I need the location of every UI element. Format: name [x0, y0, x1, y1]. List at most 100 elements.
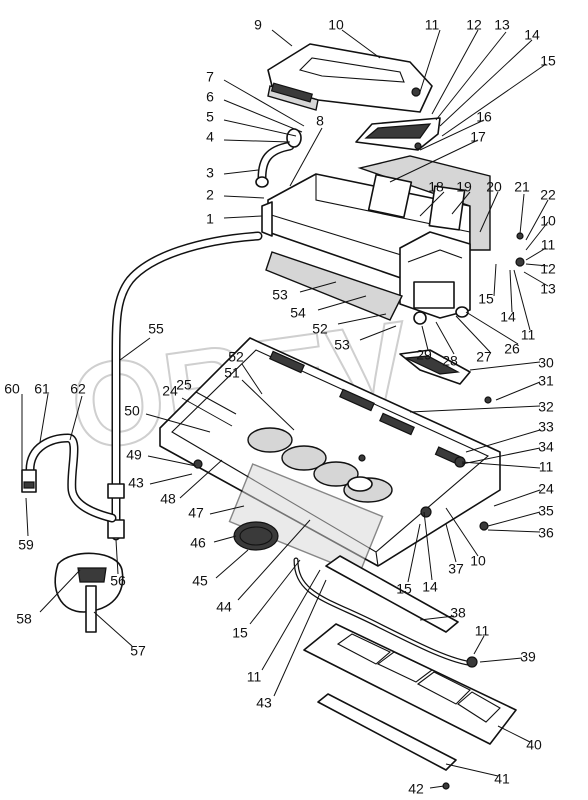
callout-label: 20	[486, 179, 502, 195]
callout-leader	[429, 785, 445, 789]
callout-label: 39	[520, 649, 536, 665]
callout-leader	[465, 311, 519, 345]
callout-leader	[209, 505, 245, 515]
callout-leader	[421, 325, 429, 351]
callout-leader	[455, 315, 491, 353]
callout-label: 10	[328, 17, 344, 33]
mounting-rail-part	[265, 251, 403, 321]
callout-leader	[181, 397, 233, 427]
callout-leader	[419, 191, 445, 217]
callout-label: 35	[538, 503, 554, 519]
callout-label: 47	[188, 505, 204, 521]
callout-leader	[493, 489, 541, 507]
callout-label: 11	[247, 669, 262, 685]
callout-leader	[241, 379, 295, 431]
callout-leader	[261, 569, 321, 671]
callout-label: 4	[206, 129, 214, 145]
callout-label: 42	[408, 781, 424, 797]
callout-leader	[461, 447, 541, 465]
callout-label: 11	[539, 459, 554, 475]
callout-label: 28	[442, 353, 458, 369]
callout-leader	[223, 195, 265, 199]
callout-label: 59	[18, 537, 34, 553]
callout-leader	[241, 363, 263, 395]
callout-label: 14	[500, 309, 516, 325]
callout-label: 13	[540, 281, 556, 297]
callout-label: 11	[521, 327, 536, 343]
callout-leader	[441, 63, 547, 137]
callout-leader	[119, 337, 151, 361]
callout-leader	[419, 615, 455, 621]
callout-leader	[223, 169, 259, 175]
callout-label: 46	[190, 535, 206, 551]
callout-label: 15	[396, 581, 412, 597]
callout-label: 10	[540, 213, 556, 229]
callout-label: 15	[478, 291, 494, 307]
callout-label: 5	[206, 109, 214, 125]
callout-leader	[223, 139, 291, 143]
callout-leader	[149, 473, 193, 485]
callout-label: 56	[110, 573, 126, 589]
callout-leader	[407, 523, 421, 583]
callout-label: 16	[476, 109, 492, 125]
callout-label: 48	[160, 491, 176, 507]
coolant-hose-part	[21, 433, 117, 523]
callout-label: 53	[272, 287, 288, 303]
fasteners	[193, 87, 525, 790]
callout-leader	[479, 657, 523, 663]
callout-label: 53	[334, 337, 350, 353]
callout-label: 43	[128, 475, 144, 491]
callout-leader	[337, 313, 387, 325]
callout-leader	[451, 191, 471, 215]
callout-label: 11	[425, 17, 440, 33]
callout-label: 12	[466, 17, 482, 33]
callout-label: 25	[176, 377, 192, 393]
callout-leader	[469, 361, 541, 371]
callout-leader	[195, 391, 237, 415]
callout-label: 50	[124, 403, 140, 419]
callout-leader	[215, 549, 249, 579]
callout-leader	[487, 511, 541, 527]
callout-label: 24	[538, 481, 554, 497]
callout-leader	[237, 519, 311, 601]
callout-label: 15	[540, 53, 556, 69]
callout-label: 36	[538, 525, 554, 541]
callout-leader	[145, 413, 211, 433]
callout-label: 49	[126, 447, 142, 463]
callout-label: 30	[538, 355, 554, 371]
callout-label: 10	[470, 553, 486, 569]
callout-leader	[299, 281, 337, 293]
callout-label: 44	[216, 599, 232, 615]
callout-label: 15	[232, 625, 248, 641]
callout-label: 40	[526, 737, 542, 753]
filter-tank-part	[54, 552, 124, 633]
callout-leader	[479, 191, 499, 233]
callout-leader	[419, 119, 485, 151]
grille-part	[355, 117, 441, 151]
callout-label: 62	[70, 381, 86, 397]
callout-leader	[513, 269, 531, 331]
callout-leader	[439, 39, 533, 127]
callout-leader	[445, 507, 479, 557]
callout-leader	[523, 271, 549, 287]
callout-leader	[461, 461, 541, 469]
top-cover-part	[267, 43, 433, 113]
callout-label: 22	[540, 187, 556, 203]
callout-leader	[487, 529, 541, 533]
callout-label: 54	[290, 305, 306, 321]
callout-leader	[473, 635, 485, 655]
callout-leader	[409, 405, 541, 413]
seal-strip-part	[293, 555, 477, 667]
callout-leader	[509, 269, 513, 313]
callout-label: 60	[4, 381, 20, 397]
callout-leader	[223, 79, 305, 127]
callout-label: 14	[524, 27, 540, 43]
callout-leader	[223, 119, 297, 137]
callout-label: 32	[538, 399, 554, 415]
heater-body-part	[261, 155, 491, 325]
callout-leader	[435, 321, 455, 355]
callout-leader	[435, 31, 507, 121]
callout-leader	[223, 99, 303, 133]
